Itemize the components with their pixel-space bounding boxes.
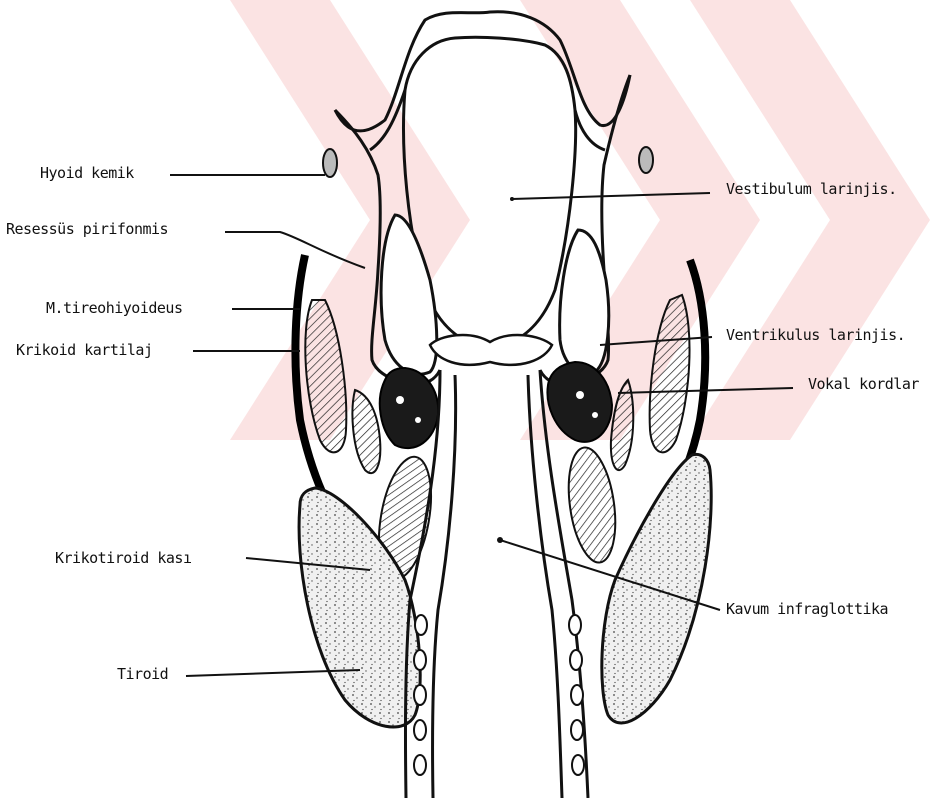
ventricular-folds [430, 335, 552, 365]
label-tiroid: Tiroid [117, 665, 168, 683]
label-hyoid-kemik: Hyoid kemik [40, 164, 134, 182]
label-krikoid-kartilaj: Krikoid kartilaj [16, 341, 153, 359]
krikotiroid-muscle [371, 445, 622, 584]
vestibulum-pointer-dot [510, 197, 514, 201]
label-ventrikulus-larinjis: Ventrikulus larinjis. [726, 326, 905, 344]
label-vokal-kordlar: Vokal kordlar [808, 375, 919, 393]
label-krikotiroid-kasi: Krikotiroid kası [55, 549, 192, 567]
kavum-pointer-dot [497, 537, 503, 543]
label-resessus-piriformis: Resessüs pirifonmis [6, 220, 168, 238]
vocal-cords [380, 362, 612, 448]
label-kavum-infraglottika: Kavum infraglottika [726, 600, 888, 618]
label-tireohiyoideus: M.tireohiyoideus [46, 299, 183, 317]
thyroid-gland [299, 454, 711, 727]
label-vestibulum-larinjis: Vestibulum larinjis. [726, 180, 897, 198]
